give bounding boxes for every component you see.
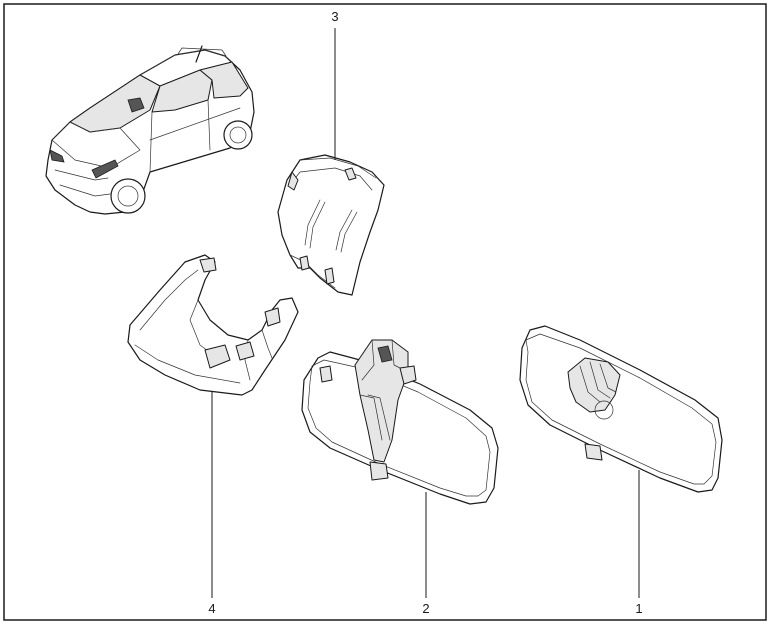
part4-lower-cover: [127, 254, 299, 396]
part-label-3: 3: [331, 9, 339, 24]
vehicle-illustration: [45, 45, 255, 215]
part3-upper-cover: [277, 154, 385, 296]
part2-mirror-with-bracket: [301, 339, 499, 505]
part-label-2: 2: [422, 601, 430, 616]
diagram-border: [3, 3, 767, 621]
part-label-1: 1: [635, 601, 643, 616]
part1-mirror: [519, 325, 723, 493]
part-label-4: 4: [208, 601, 216, 616]
